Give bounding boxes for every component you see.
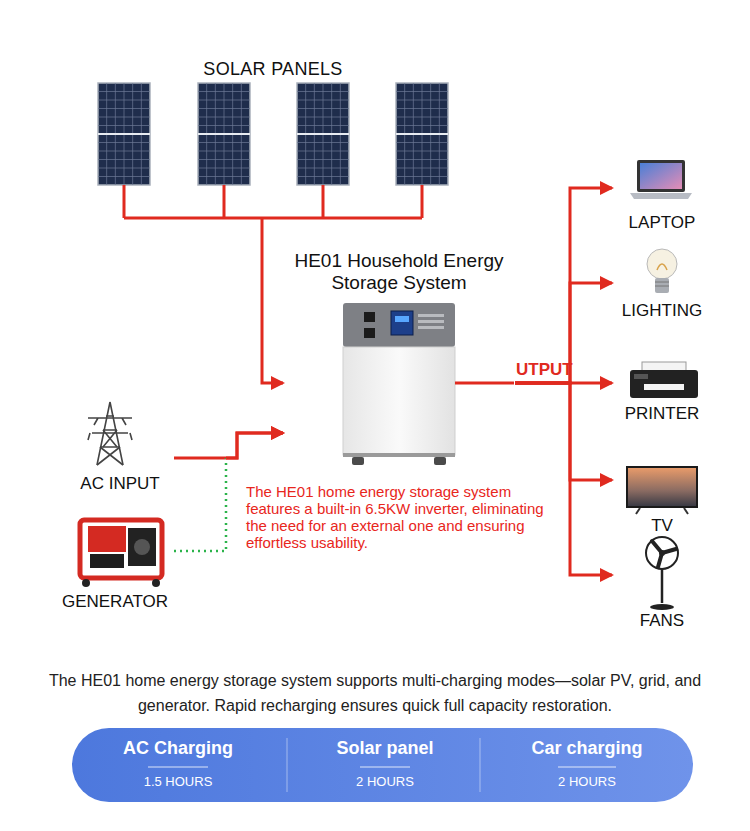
- node-text: LIGHTING: [622, 301, 702, 321]
- power-wire: [174, 433, 283, 458]
- node-text: TV: [651, 516, 673, 536]
- connector: [515, 383, 612, 575]
- connector: [174, 433, 283, 458]
- panel-array: SOLAR PANELS: [90, 56, 456, 218]
- output-label: UTPUT: [516, 360, 573, 380]
- node-text: 2 HOURS: [558, 774, 616, 790]
- power-wire: [515, 383, 612, 480]
- node-text: PRINTER: [625, 404, 700, 424]
- load-device: LIGHTING: [612, 243, 712, 321]
- node-text: Car charging: [531, 737, 642, 759]
- connector: [515, 283, 612, 383]
- connector: [515, 383, 612, 480]
- charge-mode: AC Charging 1.5 HOURS: [78, 733, 278, 797]
- power-wire: [515, 188, 612, 383]
- charge-mode: Car charging 2 HOURS: [487, 733, 687, 797]
- power-wire: [515, 383, 612, 575]
- node-text: Solar panel: [336, 737, 433, 759]
- power-wire: [262, 218, 283, 383]
- load-device: PRINTER: [612, 358, 712, 424]
- node-text: GENERATOR: [62, 592, 168, 612]
- node-text: AC Charging: [123, 737, 233, 759]
- storage-unit: HE01 Household Energy Storage System: [283, 248, 515, 468]
- power-wire: [226, 433, 283, 458]
- load-device: TV: [612, 462, 712, 536]
- node-text: AC INPUT: [80, 474, 159, 494]
- node-text: SOLAR PANELS: [203, 58, 342, 80]
- load-device: FANS: [612, 538, 712, 631]
- power-wire: [515, 283, 612, 383]
- connector: [262, 218, 283, 383]
- node-text: FANS: [640, 611, 684, 631]
- charge-mode: Solar panel 2 HOURS: [285, 733, 485, 797]
- generator-wire: [174, 458, 226, 551]
- grid-source: AC INPUT: [66, 398, 174, 494]
- node-text: 2 HOURS: [356, 774, 414, 790]
- generator-source: GENERATOR: [56, 512, 174, 612]
- node-text: HE01 Household Energy Storage System: [283, 250, 515, 294]
- load-device: LAPTOP: [612, 155, 712, 233]
- connector: [515, 188, 612, 383]
- node-text: 1.5 HOURS: [144, 774, 213, 790]
- note-text: The HE01 home energy storage system feat…: [246, 483, 546, 551]
- node-text: LAPTOP: [629, 213, 696, 233]
- caption: The HE01 home energy storage system supp…: [15, 668, 735, 718]
